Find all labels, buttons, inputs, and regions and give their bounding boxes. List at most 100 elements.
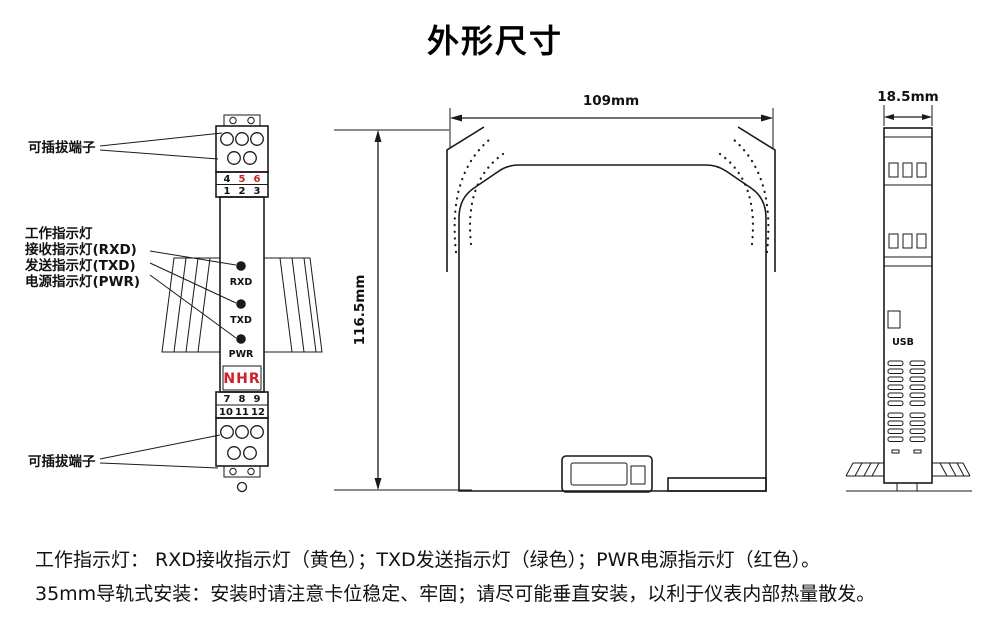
- dotted-hidden-line: [468, 152, 505, 246]
- vent-slot: [887, 376, 904, 382]
- screw-terminal: [235, 425, 249, 439]
- terminal-number: 7: [224, 394, 231, 405]
- vent-slot: [887, 400, 904, 406]
- terminal-number: 9: [254, 394, 261, 405]
- terminal-number: 5: [239, 174, 246, 185]
- terminal-window: [888, 233, 899, 249]
- terminal-number: 4: [224, 174, 231, 185]
- vent-slot: [909, 428, 926, 434]
- screw: [229, 116, 237, 125]
- note-indicator-colors: 工作指示灯： RXD接收指示灯（黄色）；TXD发送指示灯（绿色）；PWR电源指示…: [35, 549, 821, 571]
- hatch-line: [291, 257, 305, 353]
- screw-terminal: [250, 132, 264, 146]
- screw: [247, 116, 255, 125]
- dim-width-label: 109mm: [583, 93, 639, 109]
- arrowhead-right: [761, 114, 773, 122]
- mounting-foot: [667, 477, 767, 492]
- module-side-outline: [446, 126, 776, 492]
- vent-slot: [909, 384, 926, 390]
- terminal-number: 1: [224, 186, 231, 197]
- screw-terminal: [243, 151, 257, 165]
- leader-line: [149, 262, 237, 304]
- hatch-line: [185, 257, 199, 353]
- screw-terminal: [220, 132, 234, 146]
- hatch-line: [303, 257, 317, 353]
- arrowhead-bottom: [374, 478, 382, 490]
- vent-slot: [887, 368, 904, 374]
- leader-line: [99, 149, 219, 160]
- screw-terminal: [250, 425, 264, 439]
- brand-text: NHR: [223, 371, 260, 387]
- dim-width: 109mm: [449, 93, 774, 148]
- front-view: 4 5 6 1 2 3 RXD TXD PWR NHR: [24, 114, 323, 493]
- terminal-window: [916, 162, 927, 178]
- arrowhead-right: [922, 114, 932, 120]
- indicator-label-line: 接收指示灯(RXD): [25, 241, 137, 258]
- leader-line: [149, 250, 237, 266]
- screw-terminal: [243, 446, 257, 460]
- brand-logo: NHR: [222, 365, 262, 391]
- hatch-line: [863, 462, 872, 477]
- hatch-line: [948, 462, 957, 477]
- arrowhead-top: [374, 130, 382, 142]
- vent-slot: [909, 360, 926, 366]
- module-body: [219, 196, 265, 393]
- rail-cut-edge: [845, 462, 854, 477]
- terminal-number: 12: [251, 407, 265, 418]
- hatch-line: [279, 257, 293, 353]
- bottom-terminal-block: [215, 417, 269, 493]
- terminal-numbers-bottom: 7 8 9 10 11 12: [215, 391, 269, 419]
- callout-bottom-terminals: 可插拔端子: [28, 434, 221, 470]
- terminal-window: [902, 233, 913, 249]
- terminal-window: [902, 162, 913, 178]
- housing-profile: [458, 164, 767, 492]
- din-rail-end: [845, 462, 972, 492]
- outer-corner-left: [446, 126, 485, 272]
- led-label-pwr: PWR: [229, 349, 254, 360]
- led-label-txd: TXD: [230, 315, 252, 326]
- indicator-label-line: 工作指示灯: [25, 225, 93, 242]
- dim-depth-label: 18.5mm: [877, 89, 938, 105]
- top-terminal-block: [215, 114, 269, 173]
- vent-slot: [887, 420, 904, 426]
- led-label-rxd: RXD: [230, 277, 253, 288]
- terminal-number: 8: [239, 394, 246, 405]
- vent-slot: [909, 436, 926, 442]
- dotted-hidden-line: [718, 152, 755, 246]
- vent-slot: [909, 392, 926, 398]
- side-view: 109mm 116.5mm: [334, 93, 776, 493]
- leader-line: [149, 274, 237, 339]
- rail-cut-edge: [962, 462, 971, 477]
- hatch-line: [956, 462, 965, 477]
- callout-indicators: 工作指示灯 接收指示灯(RXD) 发送指示灯(TXD) 电源指示灯(PWR): [24, 225, 237, 339]
- outer-corner-right: [737, 126, 776, 272]
- screw: [229, 467, 237, 476]
- indicator-label-line: 电源指示灯(PWR): [25, 273, 140, 290]
- callout-label-top-terminals: 可插拔端子: [28, 139, 96, 156]
- clip-inner: [570, 462, 628, 486]
- dim-height: 116.5mm: [334, 129, 472, 491]
- vent-slot: [887, 384, 904, 390]
- terminal-number: 11: [235, 407, 249, 418]
- page-title: 外形尺寸: [426, 22, 563, 60]
- leader-line: [99, 132, 223, 147]
- terminal-numbers-top: 4 5 6 1 2 3: [215, 171, 269, 198]
- vent-slot: [887, 436, 904, 442]
- dotted-hidden-line: [732, 138, 770, 254]
- led-rxd: [236, 261, 246, 271]
- usb-port: USB: [887, 310, 914, 348]
- rail-release-clip: [236, 481, 248, 493]
- dim-height-label: 116.5mm: [352, 275, 368, 346]
- vent-dash: [891, 449, 900, 454]
- clip-body: [561, 455, 653, 493]
- usb-connector: [887, 310, 901, 329]
- note-mounting: 35mm导轨式安装：安装时请注意卡位稳定、牢固；请尽可能垂直安装，以利于仪表内部…: [35, 583, 876, 605]
- logo-box: [222, 365, 262, 391]
- hatch-line: [173, 257, 187, 353]
- din-rail-front: [161, 257, 323, 353]
- terminal-number: 6: [254, 174, 261, 185]
- vent-slot: [909, 412, 926, 418]
- leader-line: [99, 434, 221, 460]
